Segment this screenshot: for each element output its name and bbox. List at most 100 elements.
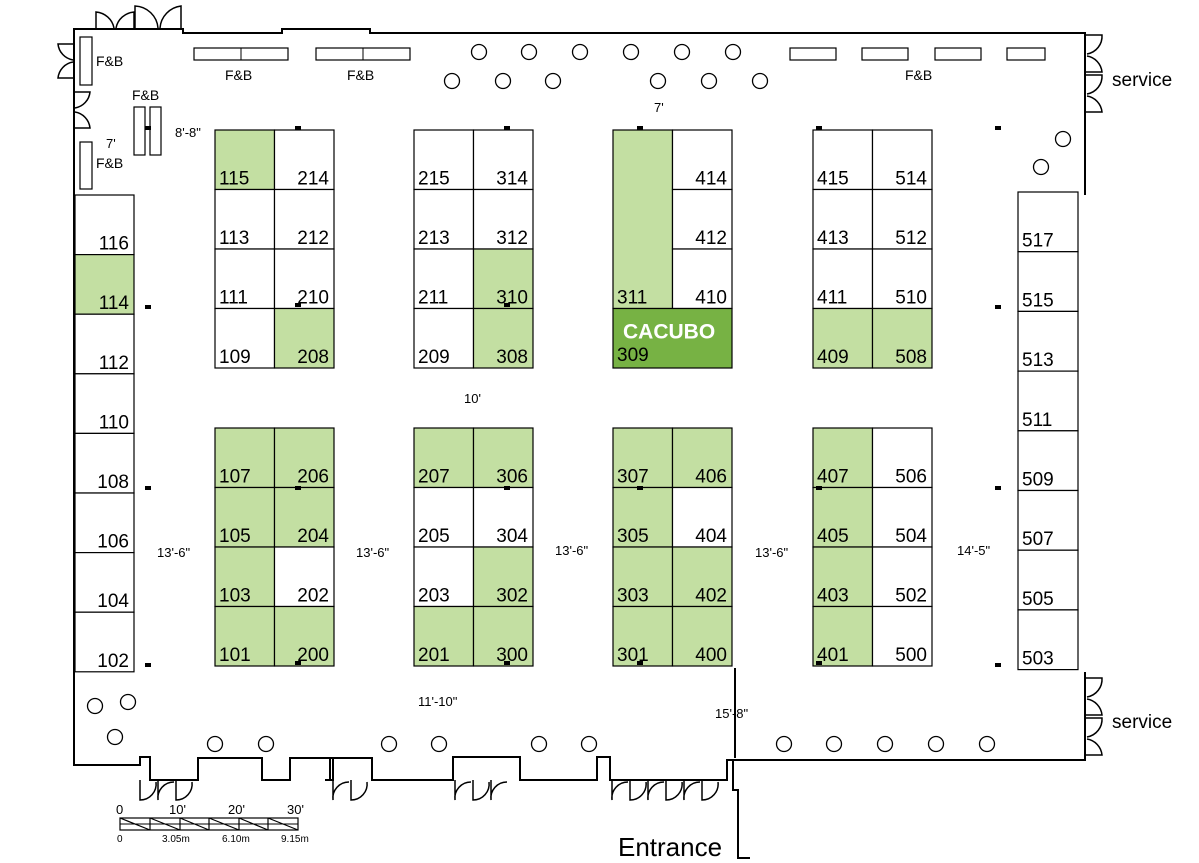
booth-cell[interactable] xyxy=(74,254,135,315)
booth-110[interactable]: 110 xyxy=(74,373,135,434)
booth-200[interactable]: 200 xyxy=(273,605,335,667)
booth-cell[interactable] xyxy=(612,427,674,489)
booth-402[interactable]: 402 xyxy=(671,546,733,608)
booth-cell[interactable] xyxy=(74,373,135,434)
booth-504[interactable]: 504 xyxy=(871,486,933,548)
booth-107[interactable]: 107 xyxy=(214,427,276,489)
booth-cell[interactable] xyxy=(472,248,534,310)
booth-cell[interactable] xyxy=(214,307,276,369)
booth-cell[interactable] xyxy=(273,307,335,369)
booth-cell[interactable] xyxy=(871,546,933,608)
booth-cell[interactable] xyxy=(1017,191,1079,253)
booth-cell[interactable] xyxy=(871,307,933,369)
booth-514[interactable]: 514 xyxy=(871,129,933,191)
booth-cell[interactable] xyxy=(413,427,475,489)
booth-cell[interactable] xyxy=(273,605,335,667)
booth-cell[interactable] xyxy=(612,129,674,310)
booth-404[interactable]: 404 xyxy=(671,486,733,548)
booth-101[interactable]: 101 xyxy=(214,605,276,667)
booth-106[interactable]: 106 xyxy=(74,492,135,554)
booth-413[interactable]: 413 xyxy=(812,188,874,250)
booth-508[interactable]: 508 xyxy=(871,307,933,369)
booth-510[interactable]: 510 xyxy=(871,248,933,310)
booth-301[interactable]: 301 xyxy=(612,605,674,667)
booth-cell[interactable] xyxy=(671,427,733,489)
booth-cell[interactable] xyxy=(74,194,135,256)
booth-314[interactable]: 314 xyxy=(472,129,534,191)
booth-512[interactable]: 512 xyxy=(871,188,933,250)
booth-cell[interactable] xyxy=(1017,251,1079,312)
booth-109[interactable]: 109 xyxy=(214,307,276,369)
booth-500[interactable]: 500 xyxy=(871,605,933,667)
booth-102[interactable]: 102 xyxy=(74,611,135,673)
booth-cell[interactable] xyxy=(472,307,534,369)
booth-410[interactable]: 410 xyxy=(671,248,733,310)
booth-cell[interactable] xyxy=(671,129,733,191)
booth-411[interactable]: 411 xyxy=(812,248,874,310)
booth-213[interactable]: 213 xyxy=(413,188,475,250)
booth-cell[interactable] xyxy=(214,486,276,548)
booth-208[interactable]: 208 xyxy=(273,307,335,369)
booth-207[interactable]: 207 xyxy=(413,427,475,489)
booth-cell[interactable] xyxy=(1017,549,1079,611)
booth-509[interactable]: 509 xyxy=(1017,430,1079,492)
booth-cell[interactable] xyxy=(871,605,933,667)
booth-202[interactable]: 202 xyxy=(273,546,335,608)
booth-cell[interactable] xyxy=(812,605,874,667)
booth-cell[interactable] xyxy=(273,546,335,608)
booth-cell[interactable] xyxy=(671,605,733,667)
booth-cell[interactable] xyxy=(413,605,475,667)
booth-308[interactable]: 308 xyxy=(472,307,534,369)
booth-406[interactable]: 406 xyxy=(671,427,733,489)
booth-407[interactable]: 407 xyxy=(812,427,874,489)
booth-203[interactable]: 203 xyxy=(413,546,475,608)
booth-115[interactable]: 115 xyxy=(214,129,276,191)
booth-cell[interactable] xyxy=(273,427,335,489)
booth-211[interactable]: 211 xyxy=(413,248,475,310)
booth-cell[interactable] xyxy=(812,307,874,369)
booth-cell[interactable] xyxy=(871,129,933,191)
booth-204[interactable]: 204 xyxy=(273,486,335,548)
booth-205[interactable]: 205 xyxy=(413,486,475,548)
booth-cell[interactable] xyxy=(1017,609,1079,671)
booth-108[interactable]: 108 xyxy=(74,432,135,494)
booth-cell[interactable] xyxy=(871,188,933,250)
booth-409[interactable]: 409 xyxy=(812,307,874,369)
booth-cell[interactable] xyxy=(214,188,276,250)
booth-cell[interactable] xyxy=(413,188,475,250)
booth-300[interactable]: 300 xyxy=(472,605,534,667)
booth-cell[interactable] xyxy=(214,248,276,310)
booth-cell[interactable] xyxy=(74,313,135,375)
booth-cell[interactable] xyxy=(871,486,933,548)
booth-cell[interactable] xyxy=(413,546,475,608)
booth-104[interactable]: 104 xyxy=(74,551,135,613)
booth-502[interactable]: 502 xyxy=(871,546,933,608)
booth-511[interactable]: 511 xyxy=(1017,370,1079,432)
booth-302[interactable]: 302 xyxy=(472,546,534,608)
booth-212[interactable]: 212 xyxy=(273,188,335,250)
booth-cell[interactable] xyxy=(612,546,674,608)
booth-515[interactable]: 515 xyxy=(1017,251,1079,312)
booth-415[interactable]: 415 xyxy=(812,129,874,191)
booth-cell[interactable] xyxy=(413,307,475,369)
booth-306[interactable]: 306 xyxy=(472,427,534,489)
booth-503[interactable]: 503 xyxy=(1017,609,1079,671)
booth-405[interactable]: 405 xyxy=(812,486,874,548)
booth-307[interactable]: 307 xyxy=(612,427,674,489)
booth-210[interactable]: 210 xyxy=(273,248,335,310)
booth-cell[interactable] xyxy=(472,188,534,250)
booth-517[interactable]: 517 xyxy=(1017,191,1079,253)
booth-113[interactable]: 113 xyxy=(214,188,276,250)
booth-cell[interactable] xyxy=(1017,430,1079,492)
booth-cell[interactable] xyxy=(472,486,534,548)
booth-304[interactable]: 304 xyxy=(472,486,534,548)
booth-116[interactable]: 116 xyxy=(74,194,135,256)
booth-513[interactable]: 513 xyxy=(1017,310,1079,372)
booth-312[interactable]: 312 xyxy=(472,188,534,250)
booth-cell[interactable] xyxy=(871,427,933,489)
booth-112[interactable]: 112 xyxy=(74,313,135,375)
booth-cell[interactable] xyxy=(472,605,534,667)
booth-cell[interactable] xyxy=(1017,310,1079,372)
booth-cell[interactable] xyxy=(671,188,733,250)
